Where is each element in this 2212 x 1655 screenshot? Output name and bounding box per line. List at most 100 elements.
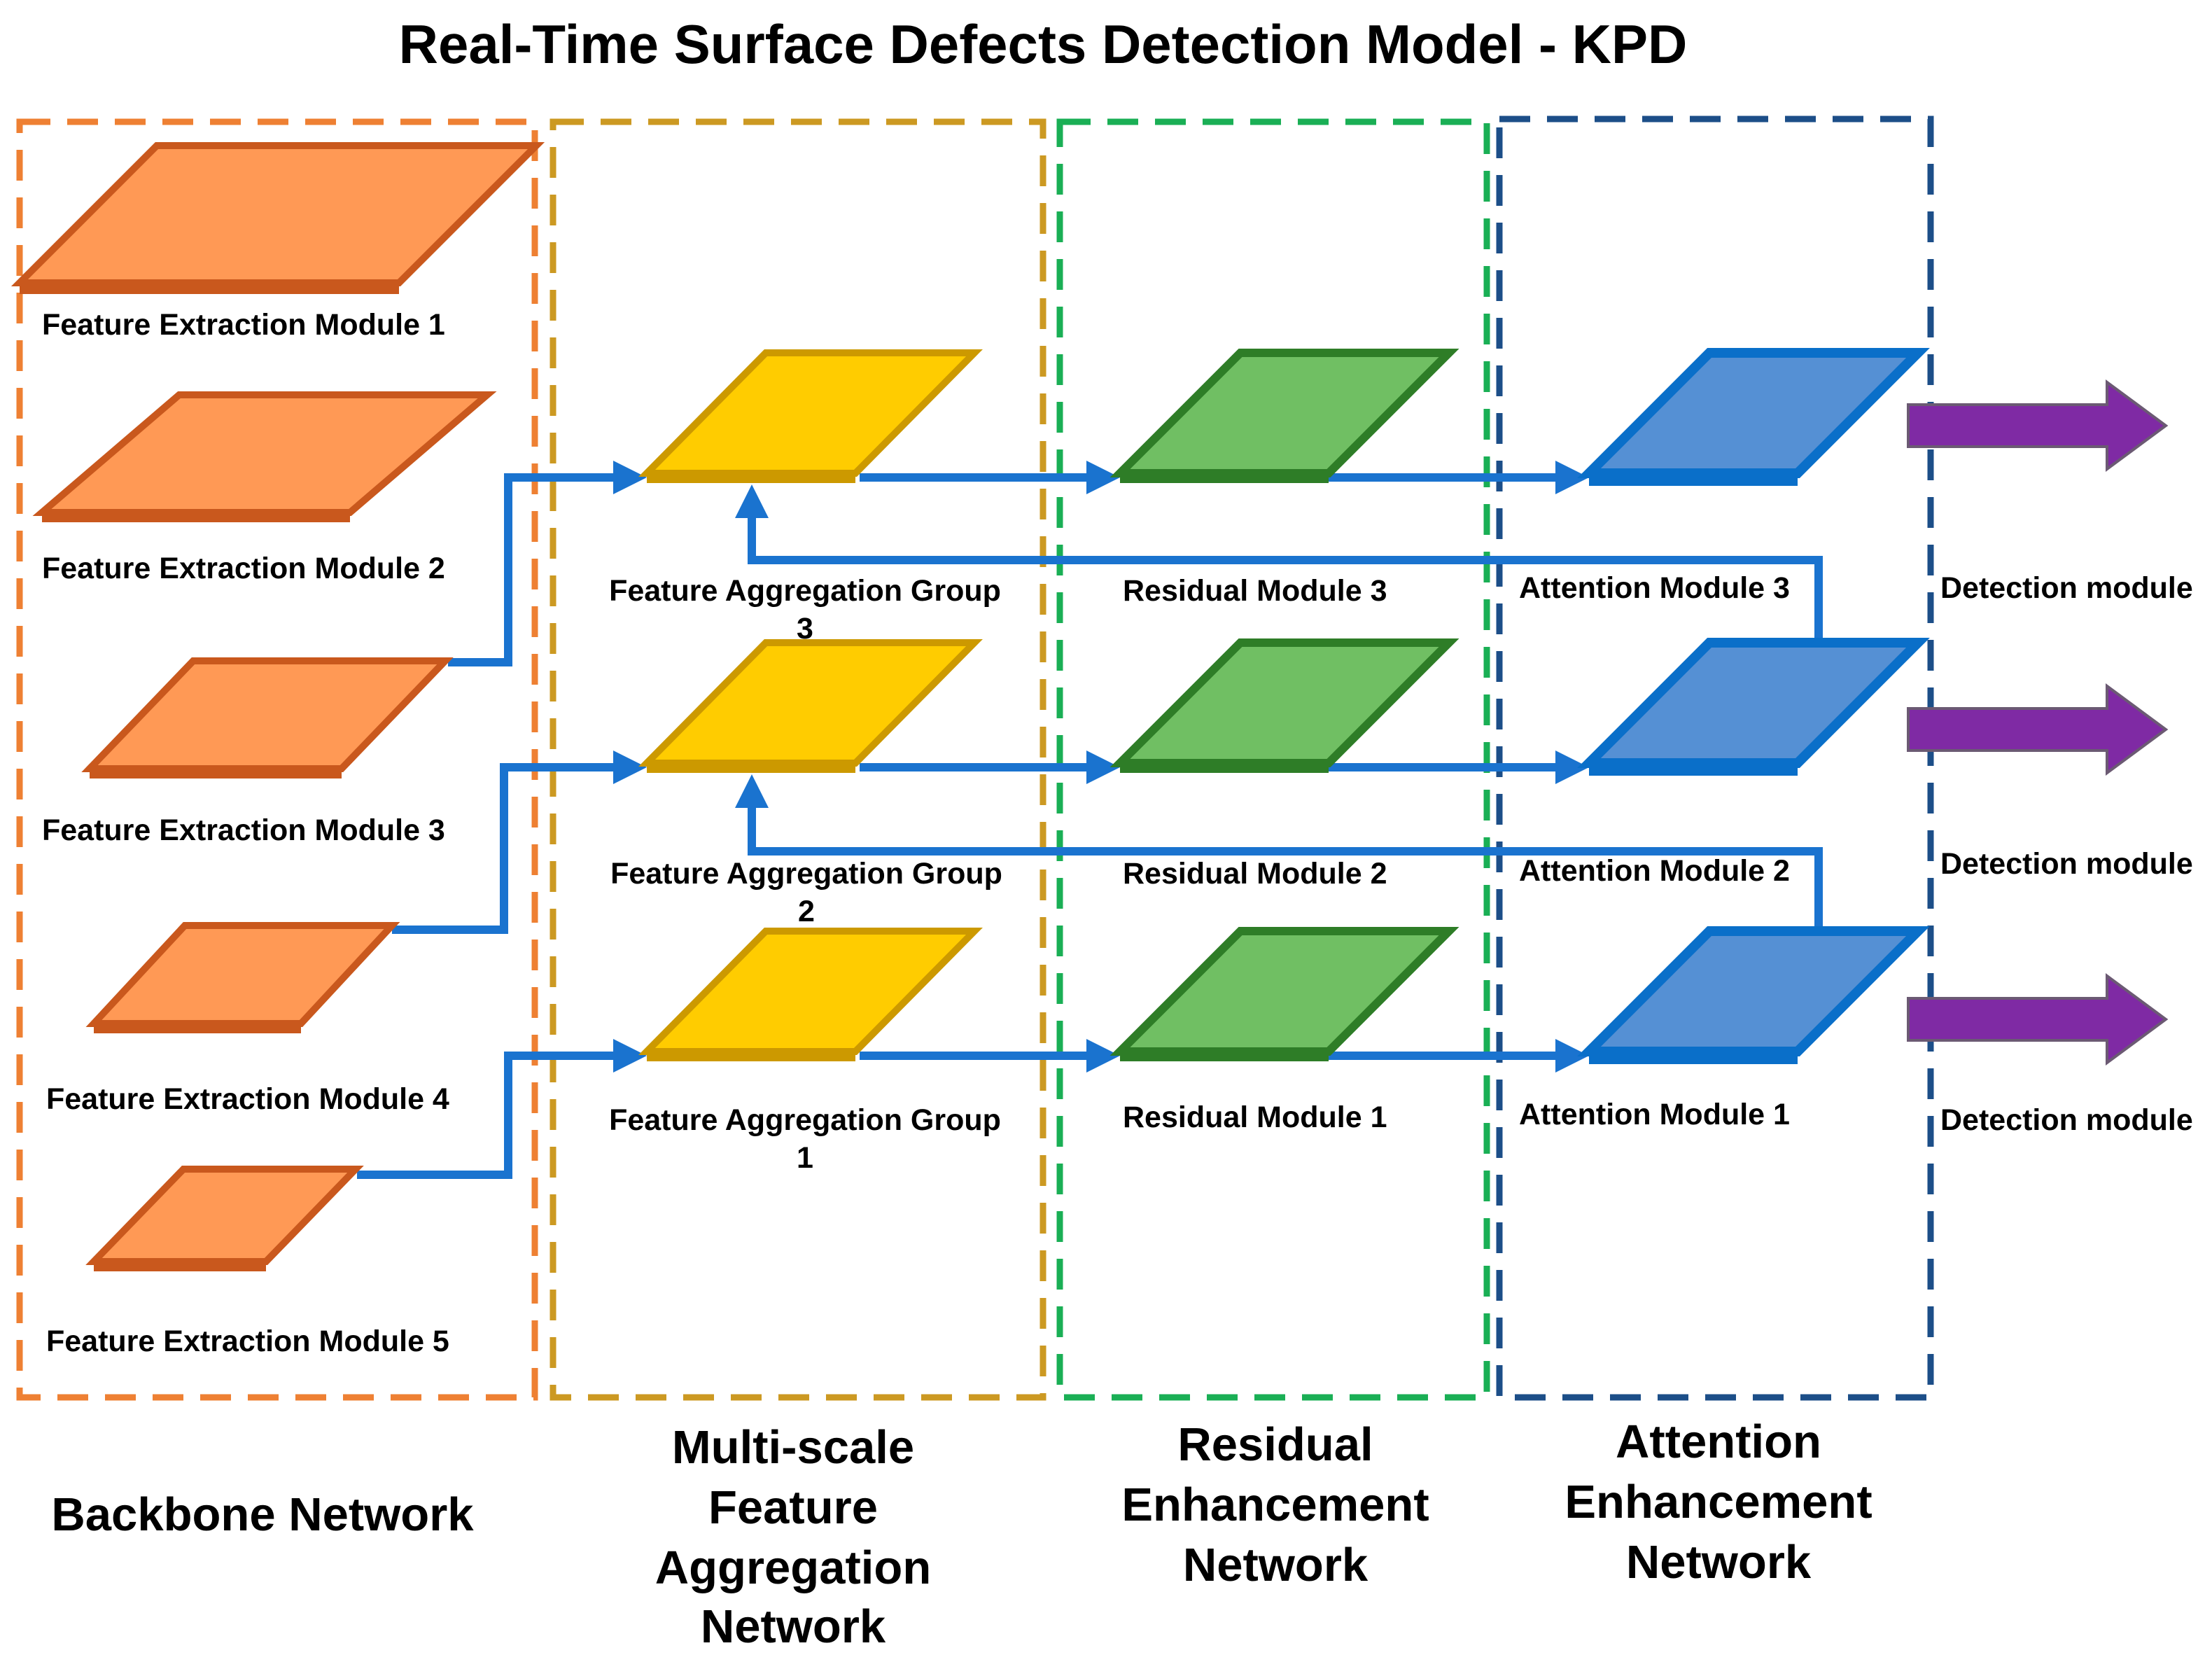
residual-module-1-shape-top-face xyxy=(1110,927,1460,1056)
feature-extraction-module-4-shape-top-face xyxy=(85,922,400,1027)
feature-aggregation-group-1-shape xyxy=(638,928,983,1061)
feature-aggregation-group-1-number: 1 xyxy=(797,1141,813,1175)
residual-network-title-line-1: Residual xyxy=(1177,1418,1373,1471)
attention-module-1-shape xyxy=(1577,926,1930,1064)
feature-extraction-module-1-shape-top-face xyxy=(10,142,545,286)
attention-module-3-shape-top-face xyxy=(1577,348,1930,478)
detection-arrow-1 xyxy=(1907,973,2169,1066)
residual-network-title-line-2: Enhancement xyxy=(1121,1479,1429,1531)
attention-module-3-shape-base-edge xyxy=(1589,473,1798,486)
detection-module-3-label: Detection module xyxy=(1940,571,2193,605)
residual-labels: Residual Module 3 Residual Module 2 Resi… xyxy=(1123,574,1387,1134)
feature-aggregation-group-2-shape-base-edge xyxy=(647,763,855,773)
aggregation-3-input-arrowhead xyxy=(613,461,647,494)
attention-1-feedback-line xyxy=(748,795,1823,931)
residual-section-border xyxy=(1056,118,1490,1401)
feature-aggregation-group-2-shape-top-face xyxy=(638,639,983,767)
attention-labels: Attention Module 3 Attention Module 2 At… xyxy=(1519,571,1790,1131)
attention-module-1-shape-base-edge xyxy=(1589,1052,1798,1064)
feature-extraction-module-3-shape xyxy=(81,657,454,778)
residual-2-input-arrowhead xyxy=(1086,750,1120,784)
feature-extraction-module-5-shape-top-face xyxy=(85,1166,364,1265)
residual-module-3-shape-base-edge xyxy=(1120,473,1329,483)
residual-3-input-arrowhead xyxy=(1086,461,1120,494)
feature-extraction-module-4-shape-base-edge xyxy=(94,1024,301,1033)
feature-extraction-module-5-shape xyxy=(85,1166,364,1271)
feature-aggregation-group-1-shape-base-edge xyxy=(647,1052,855,1061)
attention-module-2-label: Attention Module 2 xyxy=(1519,854,1790,888)
aggregation-2-input-arrowhead xyxy=(613,750,647,784)
aggregation-2-feedback-arrowhead xyxy=(735,774,769,808)
diagram-title: Real-Time Surface Defects Detection Mode… xyxy=(399,13,1688,75)
aggregation-section-border xyxy=(550,118,1046,1401)
backbone-section-border xyxy=(16,118,538,1401)
feature-extraction-module-2-label: Feature Extraction Module 2 xyxy=(42,552,445,585)
feature-extraction-module-3-label: Feature Extraction Module 3 xyxy=(42,813,445,847)
aggregation-network-title-line-4: Network xyxy=(701,1600,886,1653)
feature-extraction-module-5-label: Feature Extraction Module 5 xyxy=(46,1325,449,1358)
feature-extraction-module-1-label: Feature Extraction Module 1 xyxy=(42,308,445,342)
feature-aggregation-group-3-shape-base-edge xyxy=(647,473,855,483)
residual-module-2-shape xyxy=(1110,638,1460,773)
attention-2-feedback-line xyxy=(748,504,1823,647)
attention-module-3-shape xyxy=(1577,348,1930,486)
attention-section-border xyxy=(1496,116,1934,1401)
feature-aggregation-group-3-label: Feature Aggregation Group xyxy=(609,574,1001,608)
attention-module-3-label: Attention Module 3 xyxy=(1519,571,1790,605)
feature-aggregation-group-2-label: Feature Aggregation Group xyxy=(610,857,1002,891)
connector-lines xyxy=(357,461,1823,1179)
aggregation-labels: Feature Aggregation Group 3 Feature Aggr… xyxy=(609,574,1002,1175)
feature-aggregation-group-1-shape-top-face xyxy=(638,928,983,1055)
attention-network-title-line-1: Attention xyxy=(1616,1416,1821,1468)
detection-module-2-label: Detection module xyxy=(1940,847,2193,881)
attention-module-2-shape-base-edge xyxy=(1589,763,1798,776)
section-borders xyxy=(16,116,1934,1401)
section-titles: Backbone Network Multi-scale Feature Agg… xyxy=(51,1416,1872,1653)
feature-extraction-module-2-shape-base-edge xyxy=(42,512,350,522)
attention-network-title-line-3: Network xyxy=(1626,1536,1812,1588)
feature-aggregation-group-2-shape xyxy=(638,639,983,773)
feature-extraction-module-3-shape-base-edge xyxy=(90,769,342,778)
feature-aggregation-group-1-label: Feature Aggregation Group xyxy=(609,1103,1001,1137)
residual-module-3-shape-top-face xyxy=(1110,349,1460,477)
attention-module-2-shape xyxy=(1577,638,1930,776)
residual-module-1-shape-base-edge xyxy=(1120,1052,1329,1061)
attention-1-input-arrowhead xyxy=(1555,1039,1589,1073)
detection-labels: Detection module Detection module Detect… xyxy=(1940,571,2193,1137)
backbone-labels: Feature Extraction Module 1 Feature Extr… xyxy=(42,308,449,1358)
residual-module-2-shape-top-face xyxy=(1110,638,1460,767)
feature-aggregation-group-3-shape-top-face xyxy=(638,349,983,477)
detection-arrow-3 xyxy=(1907,379,2169,472)
aggregation-network-title-line-1: Multi-scale xyxy=(672,1421,914,1474)
residual-1-input-arrowhead xyxy=(1086,1039,1120,1073)
aggregation-network-title-line-3: Aggregation xyxy=(655,1542,932,1594)
residual-module-2-shape-base-edge xyxy=(1120,763,1329,773)
attention-3-input-arrowhead xyxy=(1555,461,1589,494)
aggregation-network-title-line-2: Feature xyxy=(708,1481,878,1534)
attention-2-input-arrowhead xyxy=(1555,750,1589,784)
backbone-network-title: Backbone Network xyxy=(51,1488,474,1541)
feature-aggregation-group-3-shape xyxy=(638,349,983,483)
backbone-to-aggregation-3-line xyxy=(448,473,637,666)
feature-extraction-module-2-shape xyxy=(32,391,497,522)
feature-extraction-module-5-shape-base-edge xyxy=(94,1262,266,1271)
backbone-to-aggregation-1-line xyxy=(357,1052,637,1179)
feature-extraction-module-1-shape xyxy=(10,142,545,294)
attention-module-1-shape-top-face xyxy=(1577,926,1930,1056)
residual-module-2-label: Residual Module 2 xyxy=(1123,857,1387,891)
feature-aggregation-group-2-number: 2 xyxy=(798,895,815,928)
residual-module-3-shape xyxy=(1110,349,1460,483)
feature-extraction-module-4-shape xyxy=(85,922,400,1033)
aggregation-3-feedback-arrowhead xyxy=(735,484,769,518)
detection-arrows xyxy=(1907,379,2169,1066)
attention-module-2-shape-top-face xyxy=(1577,638,1930,768)
feature-extraction-module-4-label: Feature Extraction Module 4 xyxy=(46,1082,449,1116)
feature-extraction-module-3-shape-top-face xyxy=(81,657,454,772)
feature-extraction-module-1-shape-base-edge xyxy=(20,283,399,294)
detection-arrow-2 xyxy=(1907,683,2169,776)
backbone-to-aggregation-2-line xyxy=(392,763,637,934)
residual-module-1-shape xyxy=(1110,927,1460,1061)
attention-module-1-label: Attention Module 1 xyxy=(1519,1098,1790,1131)
